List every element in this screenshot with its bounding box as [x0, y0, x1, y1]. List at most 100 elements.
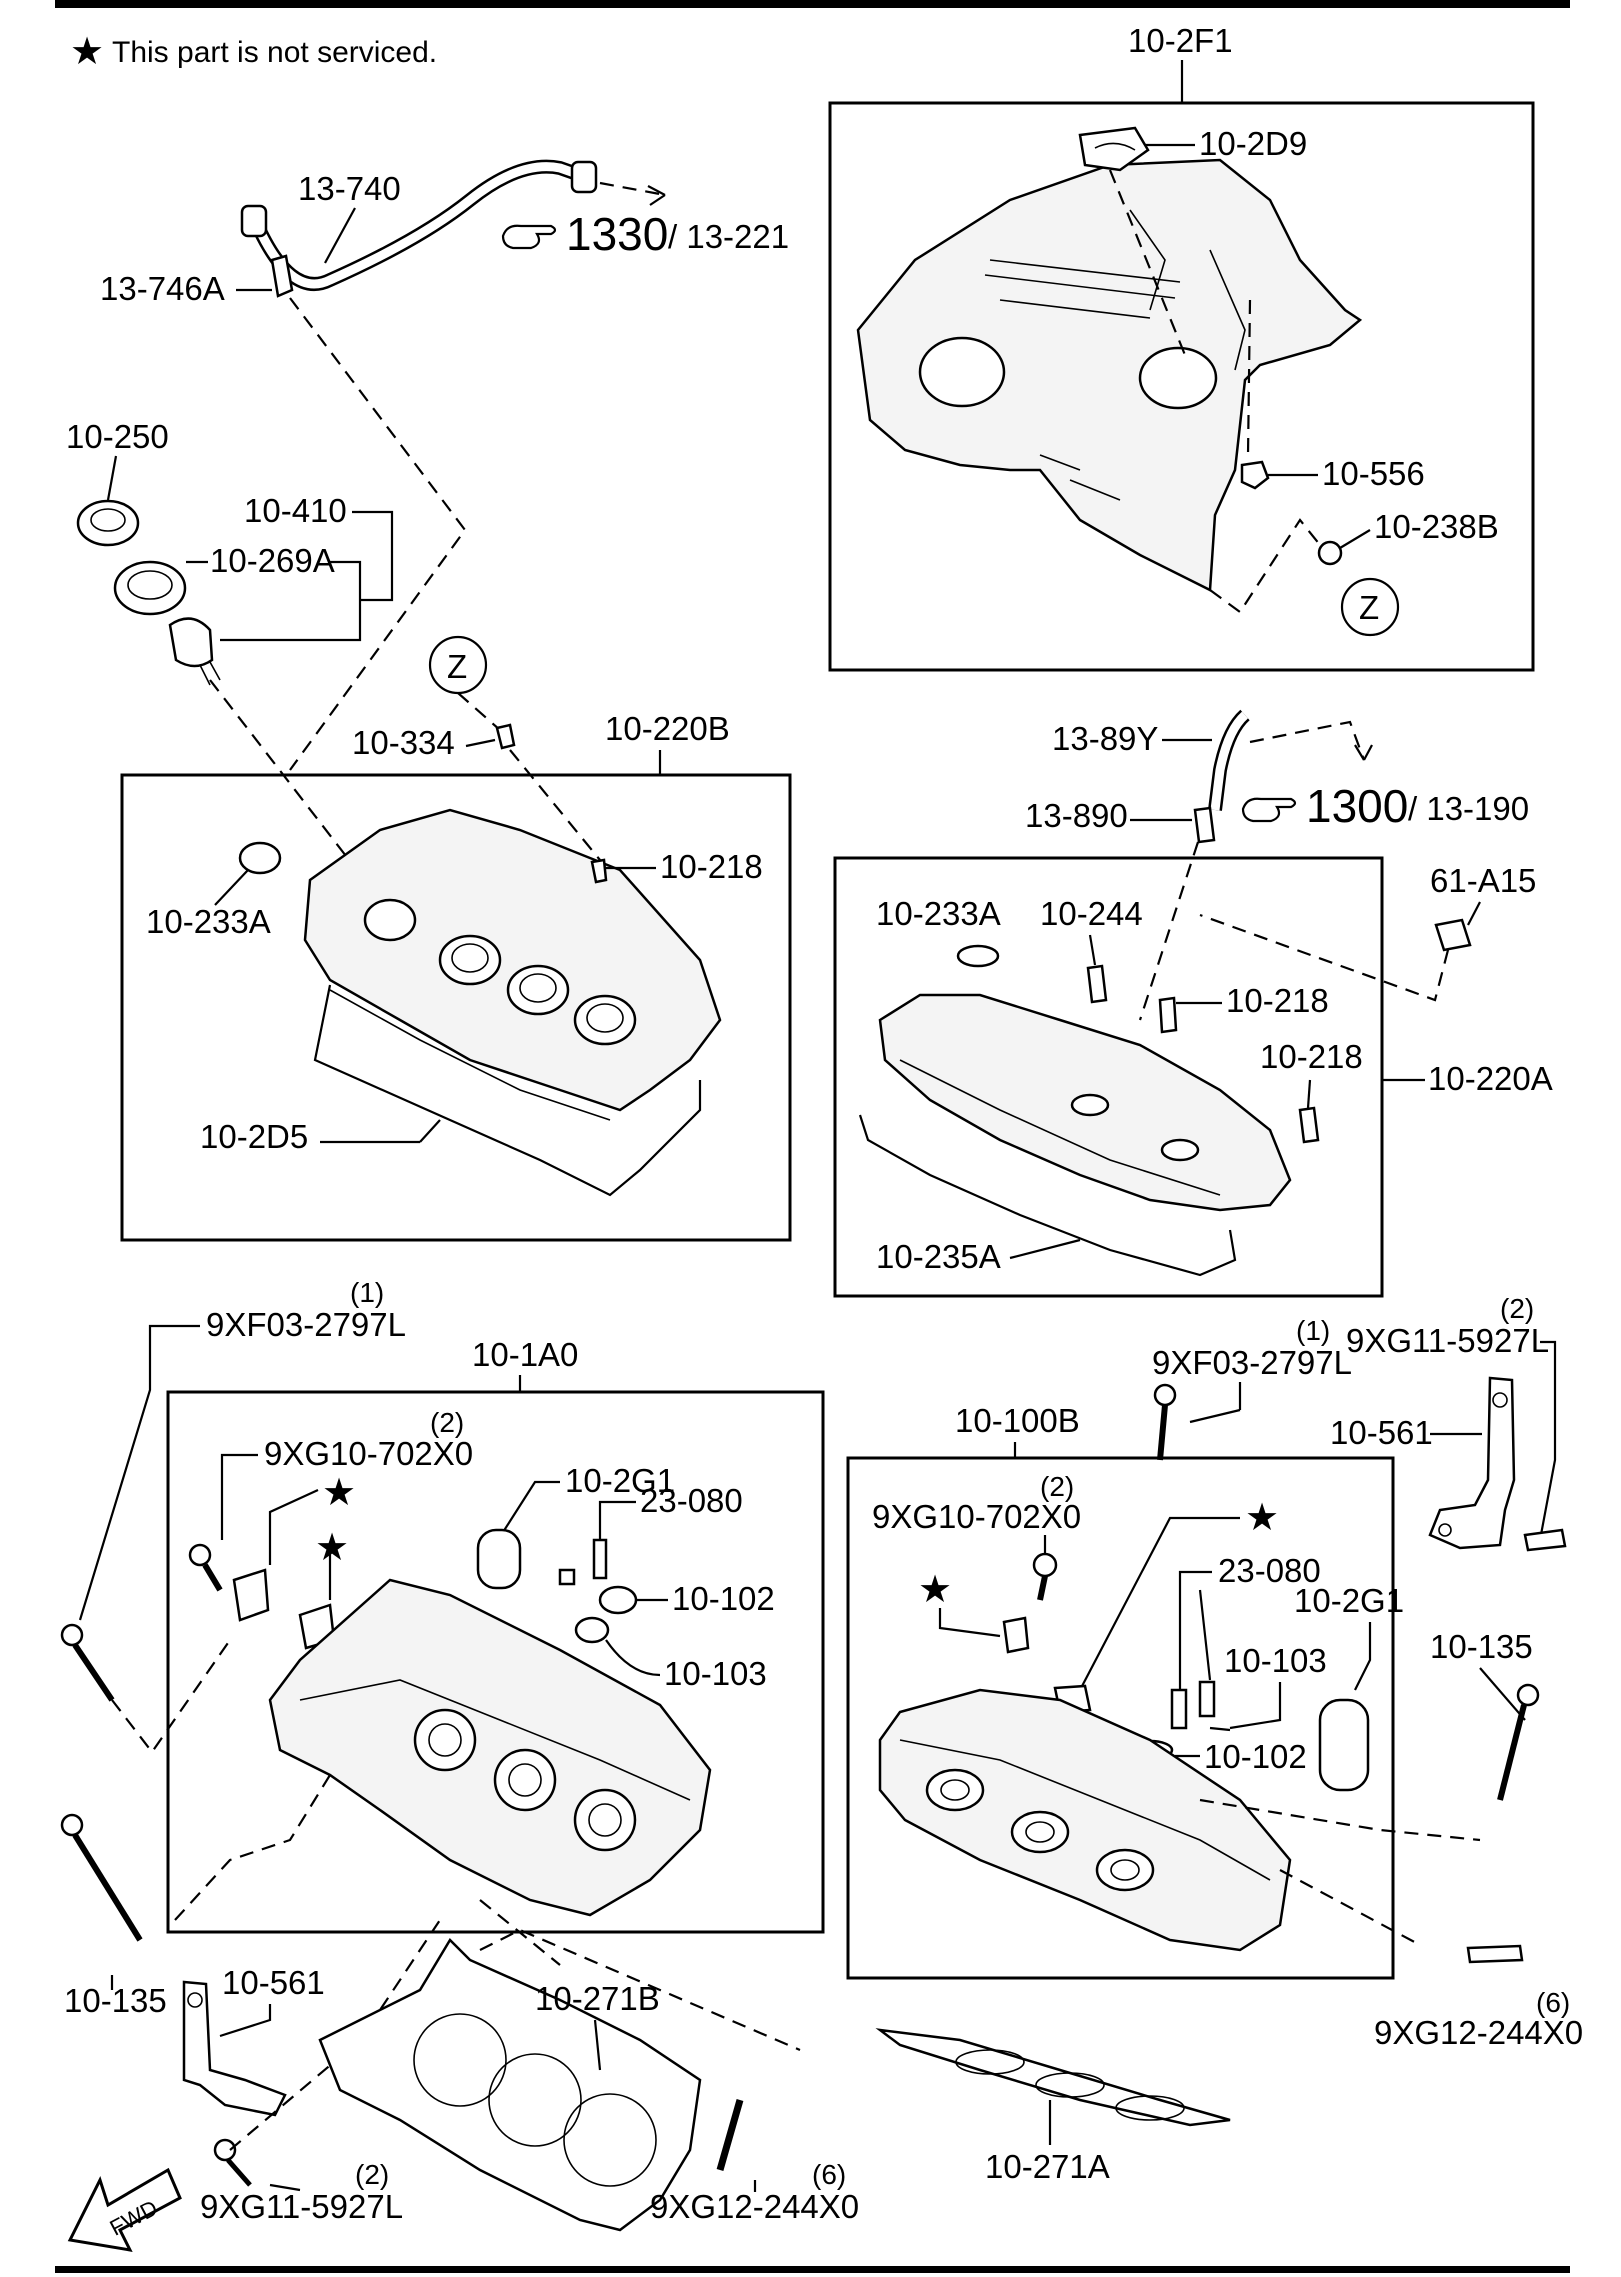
sleeve-10-2g1-rear: [476, 1528, 522, 1590]
label-10-271b: 10-271B: [535, 1980, 660, 2017]
ref-13-190: / 13-190: [1408, 790, 1529, 827]
label-10-250: 10-250: [66, 418, 169, 455]
pointing-hand-icon: [1241, 797, 1297, 823]
plug-10-233a-front: [956, 944, 1000, 968]
label-9xg10-rear: 9XG10-702X0: [264, 1435, 473, 1472]
top-rule: [55, 0, 1570, 8]
label-10-233a-rear: 10-233A: [146, 903, 271, 940]
label-9xg10-front: 9XG10-702X0: [872, 1498, 1081, 1535]
legend-note: ★ This part is not serviced.: [70, 31, 437, 73]
seal-10-269a: [113, 560, 187, 616]
label-9xf03-qty-rear: (1): [350, 1277, 384, 1308]
box-cylinder-head-rear: [166, 1390, 825, 1934]
label-10-561-right: 10-561: [1330, 1414, 1433, 1451]
label-10-410: 10-410: [244, 492, 347, 529]
cylinder-head-cover-front: [878, 993, 1292, 1212]
label-9xg12-qty-left: (6): [812, 2159, 846, 2190]
label-10-2g1-rear: 10-2G1: [565, 1462, 675, 1499]
label-10-103-front: 10-103: [1224, 1642, 1327, 1679]
label-9xf03-rear: 9XF03-2797L: [206, 1306, 406, 1343]
bracket-10-561-left: [182, 1980, 287, 2117]
label-10-233a-front: 10-233A: [876, 895, 1001, 932]
ref-1300: 1300: [1306, 780, 1408, 832]
ref-13-221: / 13-221: [668, 218, 789, 255]
box-cylinder-head-front: [846, 1456, 1395, 1980]
oring-10-103-rear: [574, 1616, 610, 1644]
emblem-10-2d9: [1078, 126, 1150, 172]
label-23-080-front: 23-080: [1218, 1552, 1321, 1589]
cylinder-head-front: [878, 1688, 1292, 1952]
label-10-218-front-b: 10-218: [1260, 1038, 1363, 1075]
sleeve-10-2g1-front: [1318, 1698, 1370, 1792]
head-gasket-10-271b: [318, 1937, 702, 2232]
cylinder-head-rear: [268, 1578, 712, 1917]
label-10-556: 10-556: [1322, 455, 1425, 492]
box-cylinder-head-cover-front: [833, 856, 1384, 1298]
label-10-102-rear: 10-102: [672, 1580, 775, 1617]
label-23-080-rear: 23-080: [640, 1482, 743, 1519]
star-icon: ★: [1245, 1497, 1279, 1539]
label-9xg12-qty-right: (6): [1536, 1987, 1570, 2018]
label-61-a15: 61-A15: [1430, 862, 1536, 899]
label-10-235a: 10-235A: [876, 1238, 1001, 1275]
label-9xf03-qty-front: (1): [1296, 1315, 1330, 1346]
z-marker-mid-label: Z: [447, 648, 467, 685]
label-10-2d9: 10-2D9: [1199, 125, 1307, 162]
head-gasket-10-271a: [875, 2028, 1231, 2127]
label-10-220b: 10-220B: [605, 710, 730, 747]
label-10-2g1-front: 10-2G1: [1294, 1582, 1404, 1619]
label-10-238b: 10-238B: [1374, 508, 1499, 545]
label-9xf03-front: 9XF03-2797L: [1152, 1344, 1352, 1381]
bottom-rule: [55, 2266, 1570, 2273]
label-13-89y: 13-89Y: [1052, 720, 1158, 757]
label-13-746a: 13-746A: [100, 270, 225, 307]
star-icon: ★: [315, 1527, 349, 1569]
label-10-269a: 10-269A: [210, 542, 335, 579]
label-9xg11-left: 9XG11-5927L: [200, 2188, 403, 2225]
label-10-2f1: 10-2F1: [1128, 22, 1233, 59]
label-10-135-right: 10-135: [1430, 1628, 1533, 1665]
label-10-218-front-a: 10-218: [1226, 982, 1329, 1019]
label-9xg12-right: 9XG12-244X0: [1374, 2014, 1583, 2051]
cylinder-head-cover-rear: [303, 808, 722, 1121]
label-13-890: 13-890: [1025, 797, 1128, 834]
gasket-10-235a: [858, 1114, 1237, 1277]
oring-10-102-rear: [598, 1585, 638, 1615]
ref-1330: 1330: [566, 208, 668, 260]
label-10-1a0: 10-1A0: [472, 1336, 578, 1373]
label-10-561-left: 10-561: [222, 1964, 325, 2001]
label-9xg10-qty-rear: (2): [430, 1407, 464, 1438]
label-9xg12-left: 9XG12-244X0: [650, 2188, 859, 2225]
bracket-10-561-right: [1428, 1376, 1516, 1550]
label-10-2d5: 10-2D5: [200, 1118, 308, 1155]
star-icon: ★: [70, 31, 104, 73]
label-10-218-rear: 10-218: [660, 848, 763, 885]
label-9xg11-qty-left: (2): [355, 2159, 389, 2190]
label-9xg11-right: 9XG11-5927L: [1346, 1322, 1549, 1359]
z-marker-top-label: Z: [1359, 589, 1379, 626]
star-icon: ★: [918, 1569, 952, 1611]
star-icon: ★: [322, 1472, 356, 1514]
box-cylinder-head-cover-rear: [120, 773, 792, 1242]
label-10-135-left: 10-135: [64, 1982, 167, 2019]
fwd-arrow-icon: FWD: [67, 2167, 182, 2252]
label-10-271a: 10-271A: [985, 2148, 1110, 2185]
legend-text: This part is not serviced.: [112, 36, 437, 69]
label-10-220a: 10-220A: [1428, 1060, 1553, 1097]
pointing-hand-icon: [501, 224, 557, 250]
label-10-334: 10-334: [352, 724, 455, 761]
oil-filler-cap-10-250: [76, 499, 140, 547]
label-10-102-front: 10-102: [1204, 1738, 1307, 1775]
z-marker-top: [1340, 577, 1400, 637]
oil-filler-tube: [168, 617, 214, 668]
label-9xg10-qty-front: (2): [1040, 1471, 1074, 1502]
label-9xg11-qty-right: (2): [1500, 1293, 1534, 1324]
gasket-10-2d5: [313, 984, 702, 1197]
label-10-103-rear: 10-103: [664, 1655, 767, 1692]
plug-10-233a: [238, 841, 282, 875]
label-13-740: 13-740: [298, 170, 401, 207]
label-10-100b: 10-100B: [955, 1402, 1080, 1439]
engine-cover-part: [856, 158, 1363, 592]
label-10-244: 10-244: [1040, 895, 1143, 932]
